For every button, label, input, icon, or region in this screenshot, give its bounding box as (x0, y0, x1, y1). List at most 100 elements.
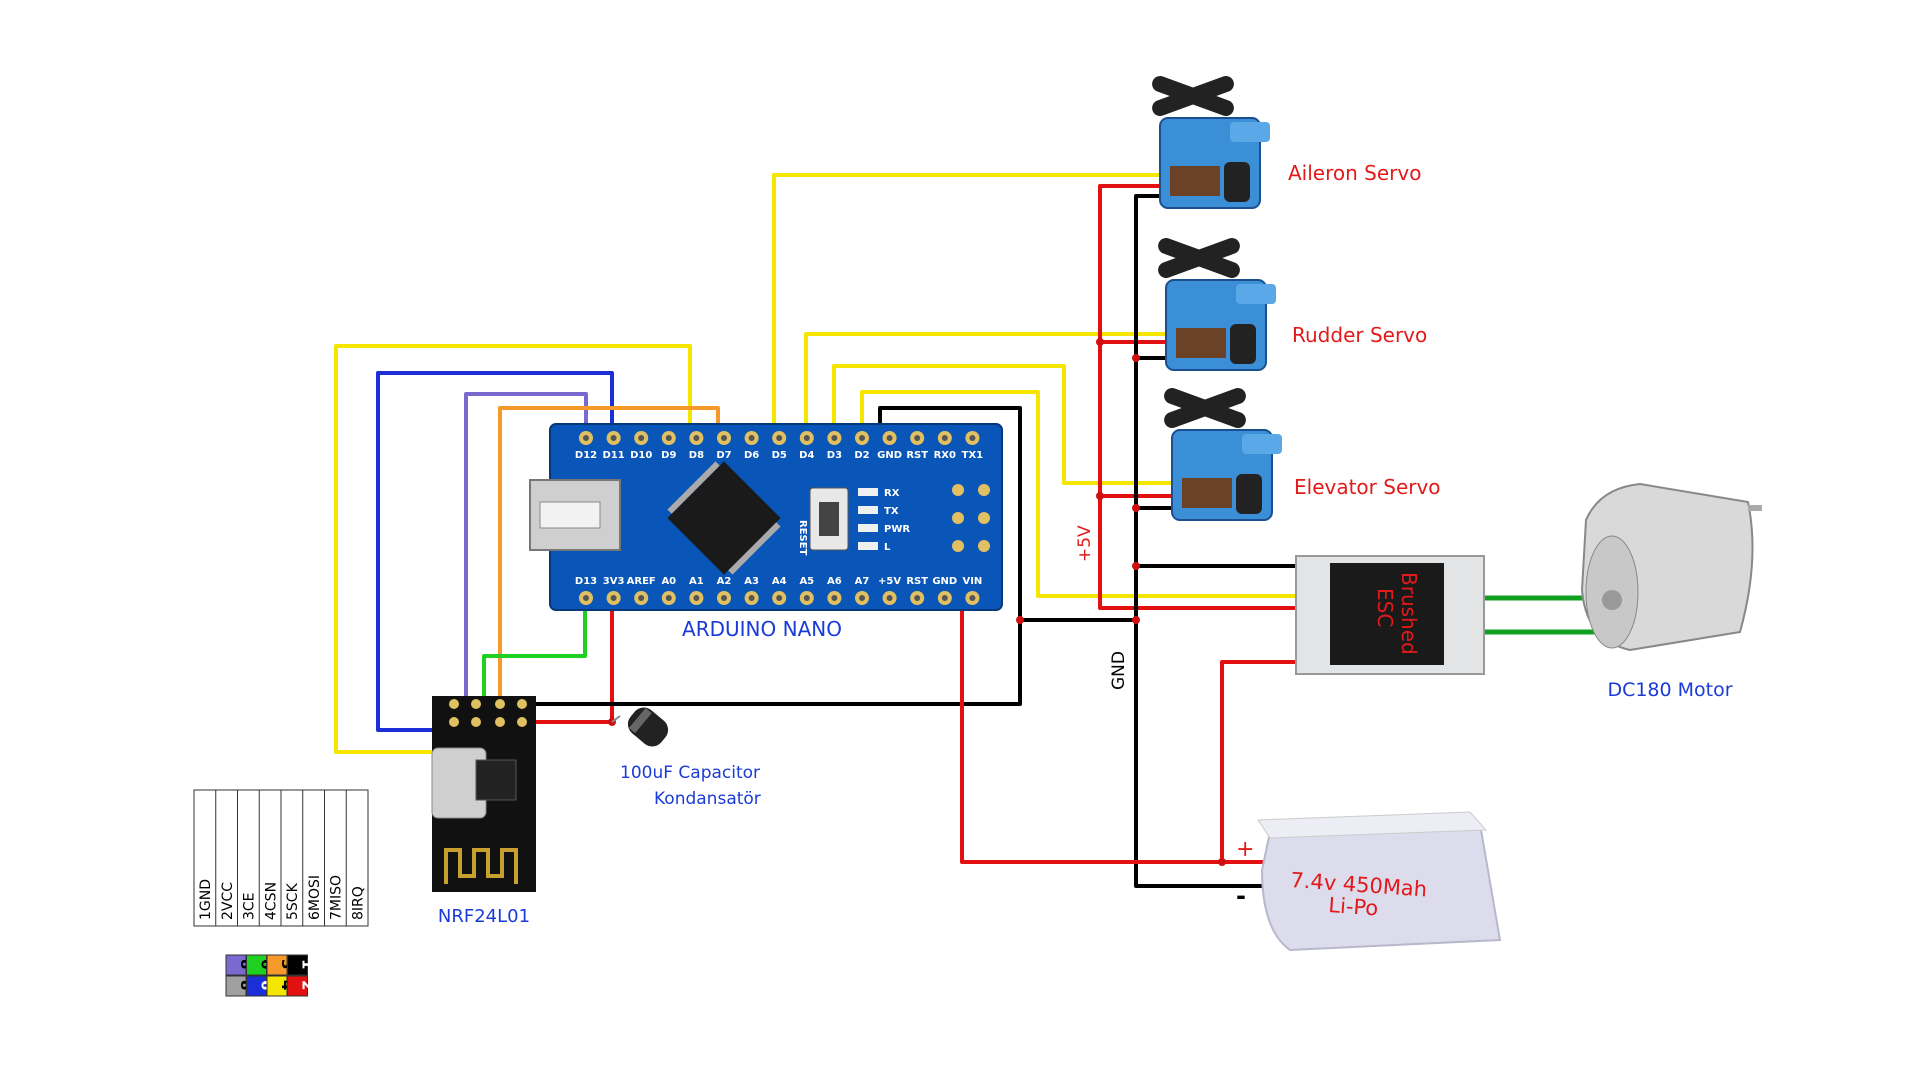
nrf-header-pins (449, 699, 527, 727)
wire-yellow-d5-aileron (772, 173, 1170, 432)
junction-dots (608, 338, 1226, 866)
pin-bottom-label: RST (906, 576, 928, 587)
pin-top-label: RST (906, 450, 928, 461)
pin-bottom-label: +5V (878, 576, 901, 587)
pin-top-hole (583, 435, 589, 441)
pin-top-label: RX0 (934, 450, 956, 461)
pin-bottom-label: VIN (962, 576, 982, 587)
pin-top-hole (638, 435, 645, 441)
pin-bottom-hole (583, 595, 589, 601)
rail-label-5v: +5V (1075, 525, 1095, 562)
elevator-servo-label: Elevator Servo (1294, 475, 1441, 499)
pin-bottom-label: D13 (575, 576, 597, 587)
pin-top-hole (748, 435, 755, 441)
pin-bottom-label: A2 (717, 576, 732, 587)
esc-label-line1: Brushed (1397, 572, 1421, 655)
pin-table-entry: 4CSN (263, 882, 279, 920)
pin-bottom-hole (610, 595, 617, 601)
pin-top-hole (665, 435, 672, 441)
elevator-servo-icon (1164, 388, 1282, 521)
arduino-title: ARDUINO NANO (682, 617, 842, 641)
nrf-label: NRF24L01 (438, 906, 530, 927)
pin-top-hole (776, 435, 783, 441)
wire-orange-d7-csn (498, 406, 720, 700)
rail-red-5v (1098, 184, 1296, 610)
pin-top-hole (831, 435, 838, 441)
pin-top-hole (859, 435, 865, 441)
wire-yellow-d3-elevator (832, 364, 1182, 485)
capacitor-label-line2: Kondansatör (654, 789, 761, 809)
pin-top-hole (914, 435, 921, 441)
battery-label-line2: Li-Po (1328, 893, 1379, 920)
lipo-battery-icon: 7.4v 450Mah Li-Po (1257, 811, 1502, 952)
pin-top-label: TX1 (962, 450, 984, 461)
motor-label: DC180 Motor (1607, 679, 1732, 701)
pin-bottom-label: A6 (827, 576, 842, 587)
pin-map-number: 2 (299, 980, 317, 990)
wire-green-d13-sck (482, 598, 587, 700)
rail-label-gnd: GND (1109, 651, 1129, 690)
icsp-header (952, 484, 990, 552)
pin-map-cell (287, 954, 308, 976)
wire-black-gnd-nrf (522, 406, 1022, 706)
pin-top-label: GND (877, 450, 902, 461)
pin-bottom-hole (803, 595, 810, 601)
rail-black-gnd (1134, 194, 1270, 888)
wire-yellow-d4-rudder (804, 332, 1176, 432)
led-label-tx: TX (884, 506, 899, 517)
pin-bottom-label: 3V3 (603, 576, 625, 587)
pin-bottom-hole (638, 595, 645, 601)
pin-map-cell (287, 975, 308, 997)
pin-top-hole (941, 435, 948, 441)
aileron-servo-label: Aileron Servo (1288, 161, 1421, 185)
pin-top-label: D7 (716, 450, 731, 461)
nrf-pin-color-map: 86318642 (225, 954, 317, 997)
pin-top-hole (803, 435, 810, 441)
pin-table-entry: 3CE (242, 892, 258, 920)
battery-minus-label: - (1236, 882, 1246, 910)
led-label-rx: RX (884, 488, 900, 499)
status-leds (858, 488, 878, 550)
pin-table-entry: 5SCK (285, 882, 301, 920)
pin-bottom-hole (776, 595, 783, 601)
rudder-servo-icon (1158, 238, 1276, 371)
pin-bottom-hole (969, 595, 976, 601)
aileron-servo-icon (1152, 76, 1270, 209)
pin-top-label: D5 (772, 450, 787, 461)
pin-top-label: D10 (630, 450, 652, 461)
pin-table-entry: 6MOSI (307, 875, 323, 920)
pin-bottom-label: A0 (661, 576, 676, 587)
dc-motor-icon (1580, 482, 1762, 652)
pin-bottom-hole (831, 595, 838, 601)
reset-label: RESET (797, 520, 808, 556)
pin-bottom-hole (914, 595, 921, 601)
wire-red-esc-battery (1220, 660, 1296, 862)
pin-bottom-label: AREF (627, 576, 656, 587)
pin-top-label: D4 (799, 450, 814, 461)
nrf24l01-module (431, 696, 536, 892)
pin-table-entry: 1GND (198, 879, 214, 920)
pin-bottom-label: A7 (855, 576, 870, 587)
pin-table-entry: 2VCC (220, 882, 236, 920)
led-label-l: L (884, 542, 891, 553)
pin-bottom-hole (941, 595, 948, 601)
usb-connector (529, 479, 621, 551)
wire-yellow-d2-esc (860, 390, 1296, 598)
pin-top-label: D9 (661, 450, 676, 461)
pin-bottom-hole (859, 595, 865, 601)
pin-top-hole (693, 435, 700, 441)
pin-bottom-label: A3 (744, 576, 759, 587)
pin-top-hole (721, 435, 727, 441)
pin-top-hole (969, 435, 976, 441)
pin-bottom-hole (693, 595, 700, 601)
esc-label-line2: ESC (1373, 588, 1397, 627)
battery-plus-label: + (1236, 837, 1254, 862)
capacitor-icon (611, 707, 669, 747)
pin-bottom-hole (748, 595, 755, 601)
wire-red-vin-battery (960, 598, 1270, 864)
